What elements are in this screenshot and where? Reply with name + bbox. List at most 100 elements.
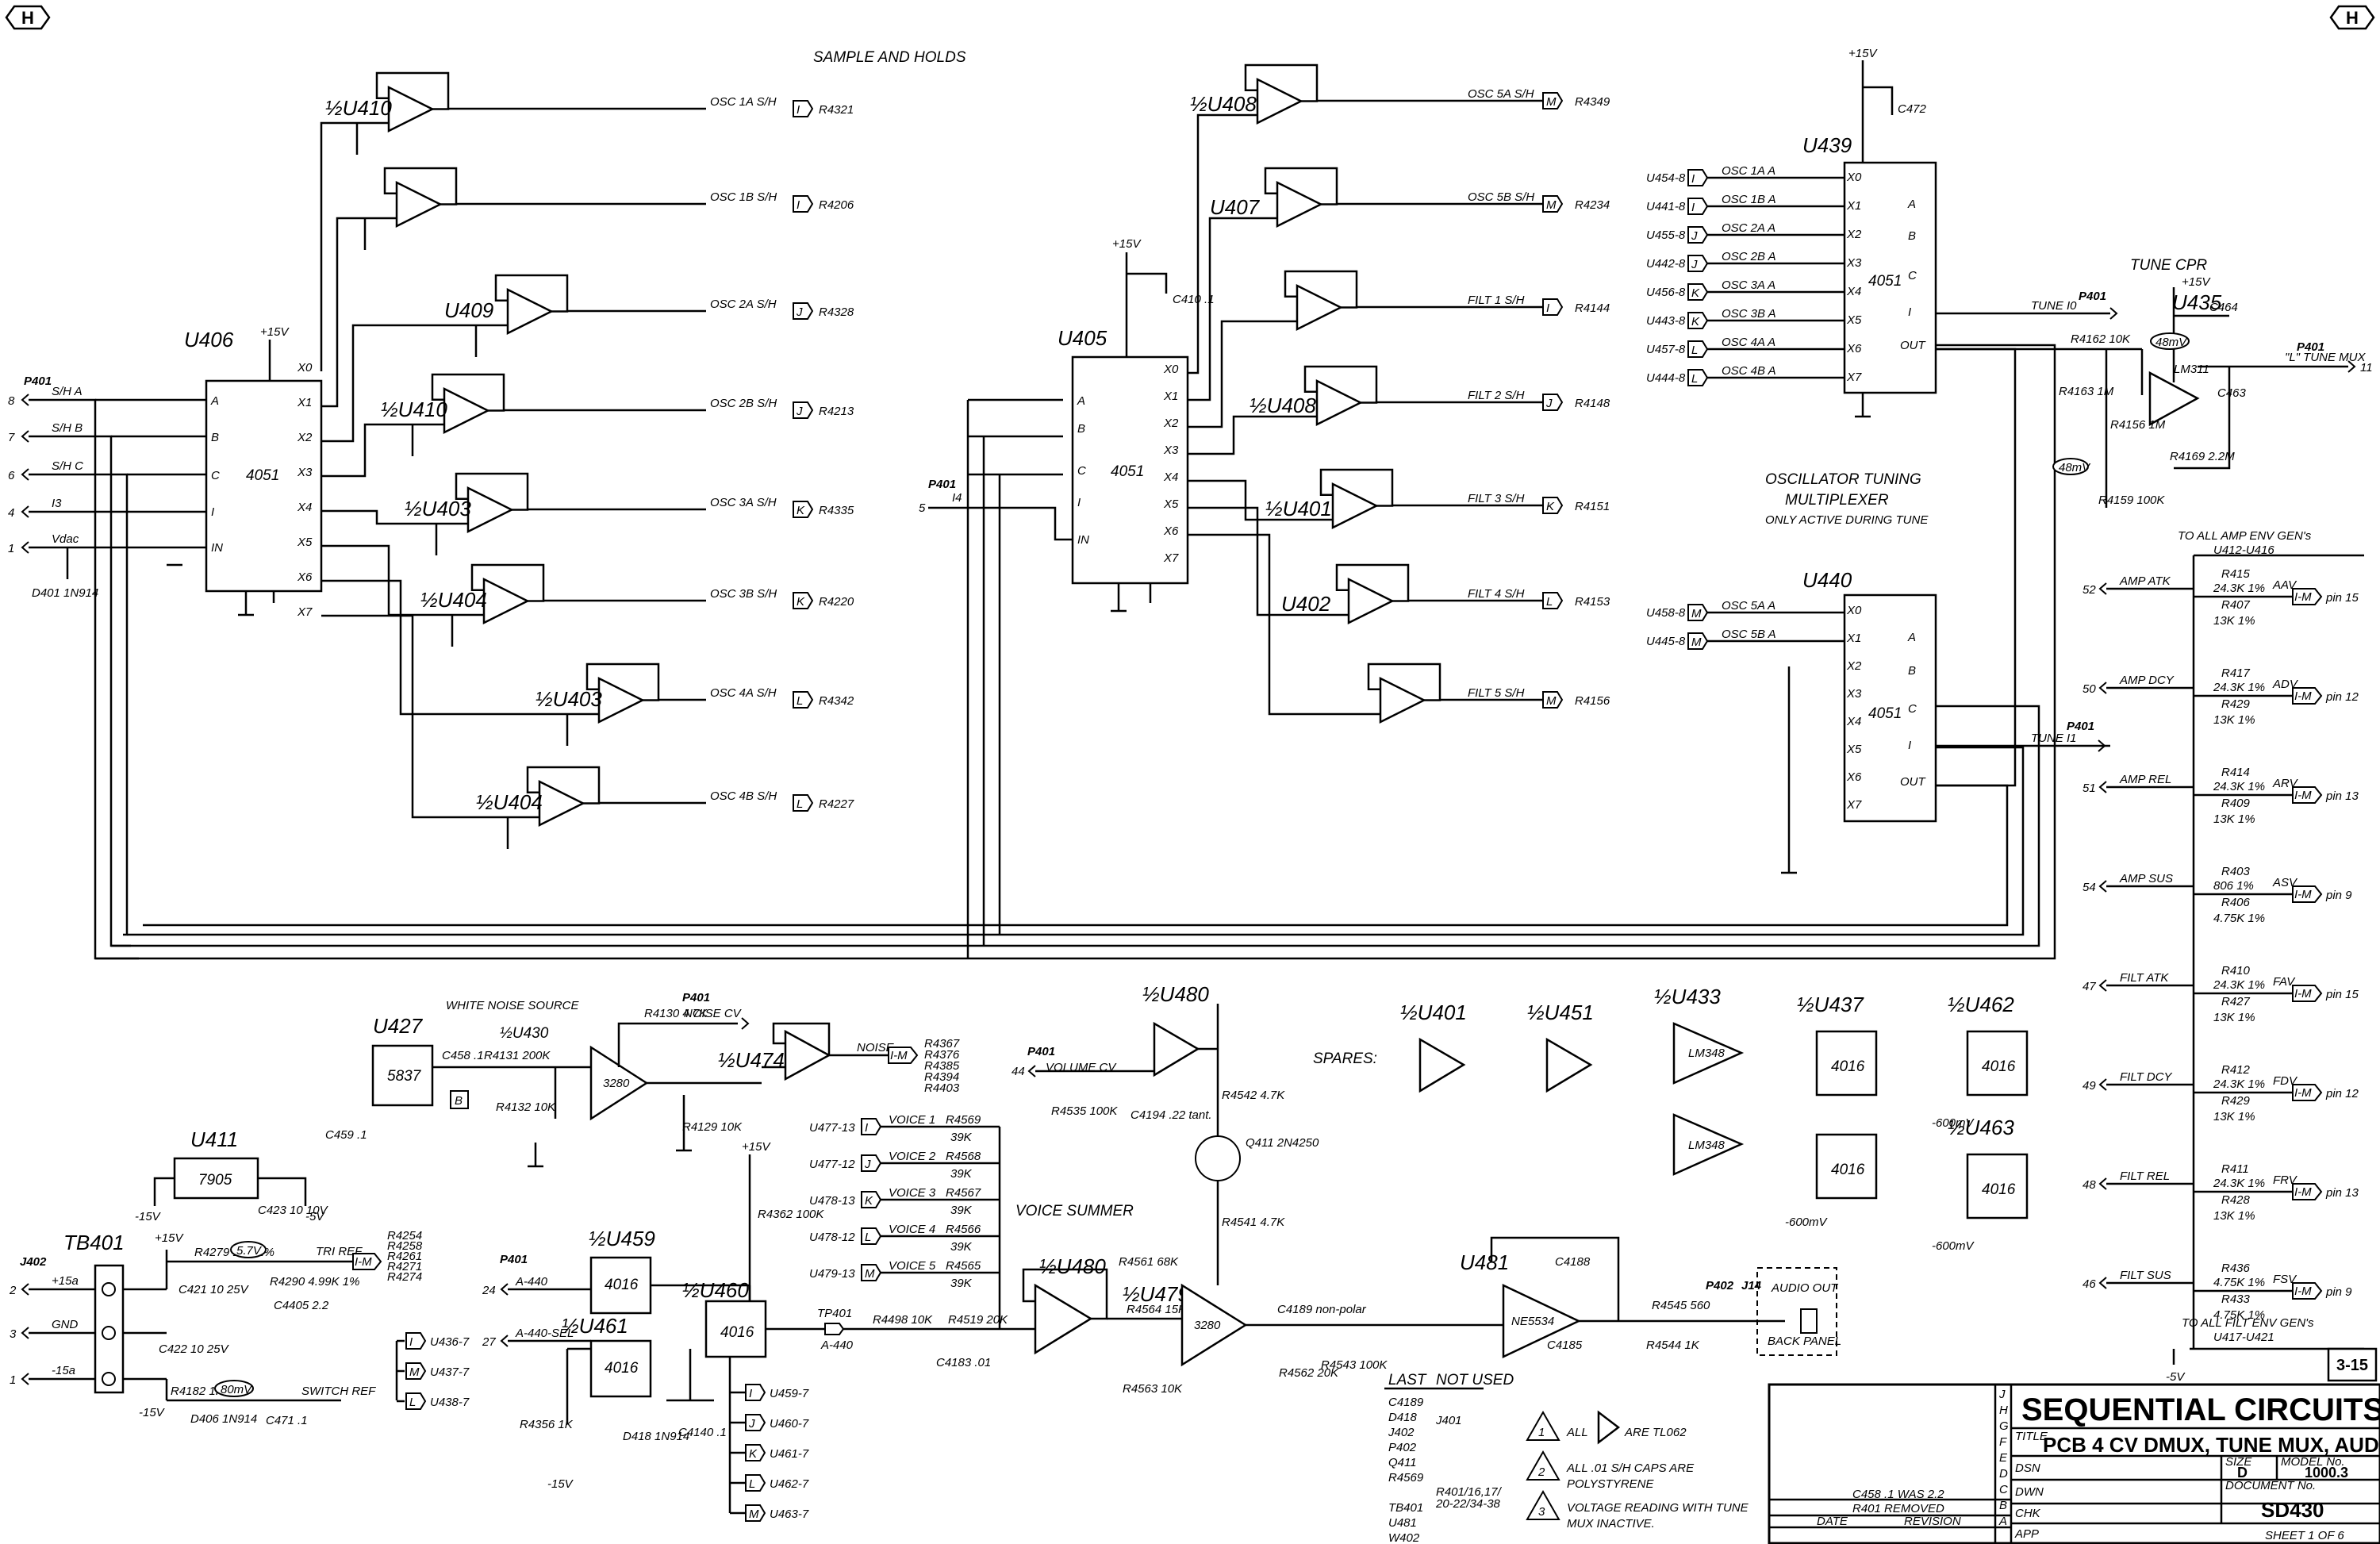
- svg-text:SIZE: SIZE: [2225, 1455, 2252, 1469]
- sh-output-ref: R4321: [819, 103, 854, 117]
- u439-input-signal: OSC 4A A: [1722, 336, 1775, 349]
- spare-part-label: ½U462: [1948, 993, 2014, 1016]
- r4290-label: R4290 4.99K 1%: [270, 1275, 359, 1289]
- p401-signal: S/H C: [52, 459, 83, 473]
- env-resistor: R403: [2221, 865, 2251, 878]
- p401-signal: S/H A: [52, 385, 83, 398]
- tb401-label: TB401: [63, 1231, 125, 1254]
- corner-marker-left: H: [5, 5, 51, 30]
- u439-input-signal: OSC 2B A: [1722, 250, 1776, 263]
- c4189-label: C4189 non-polar: [1277, 1303, 1367, 1316]
- sh-output-tag-letter: J: [1545, 397, 1553, 410]
- env-resistor-value: 4.75K 1%: [2213, 1308, 2265, 1322]
- r4129-label: R4129 10K: [682, 1120, 743, 1134]
- c4140-label: C4140 .1: [678, 1426, 727, 1439]
- revision-letter: H: [1999, 1404, 2008, 1417]
- r4535-label: R4535 100K: [1051, 1104, 1118, 1118]
- j402-label: J402: [20, 1255, 47, 1269]
- env-signal: FILT REL: [2120, 1170, 2170, 1183]
- u479-label: ½U479: [1123, 1282, 1189, 1306]
- u460-part: 4016: [720, 1324, 754, 1341]
- u439-input-tag-letter: I: [1691, 201, 1695, 214]
- env-resistor-value: 13K 1%: [2213, 713, 2255, 727]
- env-resistor-value: 24.3K 1%: [2213, 780, 2265, 793]
- mux-pin-labels: X0X1X2X3X4X5X6X7X0X1X2X3X4X5X6X7X0X1X2X3…: [297, 171, 1862, 812]
- sh-output-tag-letter: M: [1546, 694, 1557, 708]
- voice-resistor: R4569: [946, 1113, 981, 1127]
- r4564-label: R4564 15K: [1127, 1303, 1187, 1316]
- env-output-tag-label: I-M: [2294, 1185, 2312, 1199]
- a440-pin: 27: [482, 1335, 496, 1349]
- env-resistor: R414: [2221, 766, 2250, 779]
- heading-sample-holds: SAMPLE AND HOLDS: [813, 49, 966, 66]
- u430-label: ½U430: [500, 1025, 549, 1042]
- mux-pin-label: X2: [1846, 228, 1862, 241]
- svg-text:A: A: [1907, 198, 1916, 211]
- c4194-label: C4194 .22 tant.: [1130, 1108, 1212, 1122]
- u440-input-signal: OSC 5B A: [1722, 628, 1776, 641]
- a440-signal: A-440-SEL: [515, 1327, 574, 1340]
- env-output-dest: pin 13: [2325, 1186, 2359, 1200]
- sh-output-signal: OSC 3B S/H: [710, 587, 777, 601]
- lm348-label: LM348: [1688, 1047, 1726, 1060]
- volume-cv-label: VOLUME CV: [1046, 1061, 1117, 1074]
- env-resistor-value: 24.3K 1%: [2213, 978, 2265, 992]
- noise-ref: R4385: [924, 1059, 960, 1073]
- sh-output-tag: L: [793, 691, 814, 709]
- tp401-label: TP401: [817, 1307, 852, 1320]
- sh-output-tag: I: [1542, 298, 1564, 316]
- sh-output-ref: R4213: [819, 405, 854, 418]
- tb401-pin: 3: [10, 1327, 17, 1341]
- svg-text:I-M: I-M: [355, 1255, 372, 1269]
- sh-output-ref: R4144: [1575, 302, 1610, 315]
- sh-amp: [1303, 365, 1378, 427]
- svg-text:DOCUMENT No.: DOCUMENT No.: [2225, 1479, 2316, 1492]
- sheet-label: SHEET 1 OF 6: [2265, 1529, 2344, 1542]
- u439-input-source: U442-8: [1646, 257, 1686, 271]
- u481-label: U481: [1460, 1250, 1509, 1274]
- sh-output-tag: L: [793, 794, 814, 812]
- page-number: 3-15: [2336, 1357, 2368, 1374]
- sh-output-tag: M: [1542, 92, 1564, 109]
- env-output-tag: I-M: [2292, 588, 2323, 605]
- svg-text:I4: I4: [952, 491, 962, 505]
- voice-resistor: R4568: [946, 1150, 981, 1163]
- mux-pin-label: X2: [1163, 417, 1179, 430]
- sh-amp: [1284, 270, 1358, 332]
- heading-osc-mux-2: MULTIPLEXER: [1785, 492, 1889, 509]
- mux-pin-label: X4: [297, 501, 312, 514]
- u439-input-signal: OSC 1A A: [1722, 164, 1775, 178]
- tri-ref: R4258: [387, 1239, 423, 1253]
- last-used-item: TB401: [1388, 1501, 1423, 1515]
- svg-text:48mV: 48mV: [2155, 336, 2188, 349]
- noise-ref: R4403: [924, 1081, 960, 1095]
- bias-voltage: -600mV: [1785, 1216, 1829, 1229]
- mux-pin-label: X6: [1163, 524, 1179, 538]
- sh-output-ref: R4148: [1575, 397, 1610, 410]
- revision-letter: B: [1999, 1499, 2007, 1512]
- u411-part: 7905: [198, 1172, 232, 1189]
- sh-output-ref: R4220: [819, 595, 854, 609]
- u439-input-tag: L: [1687, 369, 1709, 386]
- svg-text:-15V: -15V: [547, 1477, 574, 1491]
- notes: LAST NOT USED C4189D418J402P402Q411R4569…: [1384, 1372, 1749, 1544]
- env-signal: FILT DCY: [2120, 1070, 2173, 1084]
- mux-pin-label: X1: [1163, 390, 1178, 403]
- env-output-tag-label: I-M: [2294, 590, 2312, 604]
- not-used-heading: NOT USED: [1436, 1372, 1514, 1388]
- sh-amp-label: ½U404: [420, 588, 487, 612]
- env-signal: FILT SUS: [2120, 1269, 2171, 1282]
- voice-resistor: R4565: [946, 1259, 981, 1273]
- voice-name: VOICE 1: [889, 1113, 935, 1127]
- r4544-label: R4544 1K: [1646, 1339, 1700, 1352]
- env-resistor: R407: [2221, 598, 2251, 612]
- svg-text:P401: P401: [2297, 340, 2324, 354]
- env-output: FRV: [2273, 1173, 2298, 1187]
- switch-ref-tag-letter: L: [409, 1396, 416, 1409]
- u405-part: 4051: [1111, 463, 1144, 480]
- env-output-tag-label: I-M: [2294, 1086, 2312, 1100]
- mux-pin-label: X5: [297, 536, 313, 549]
- u439-input-tag: J: [1687, 226, 1709, 244]
